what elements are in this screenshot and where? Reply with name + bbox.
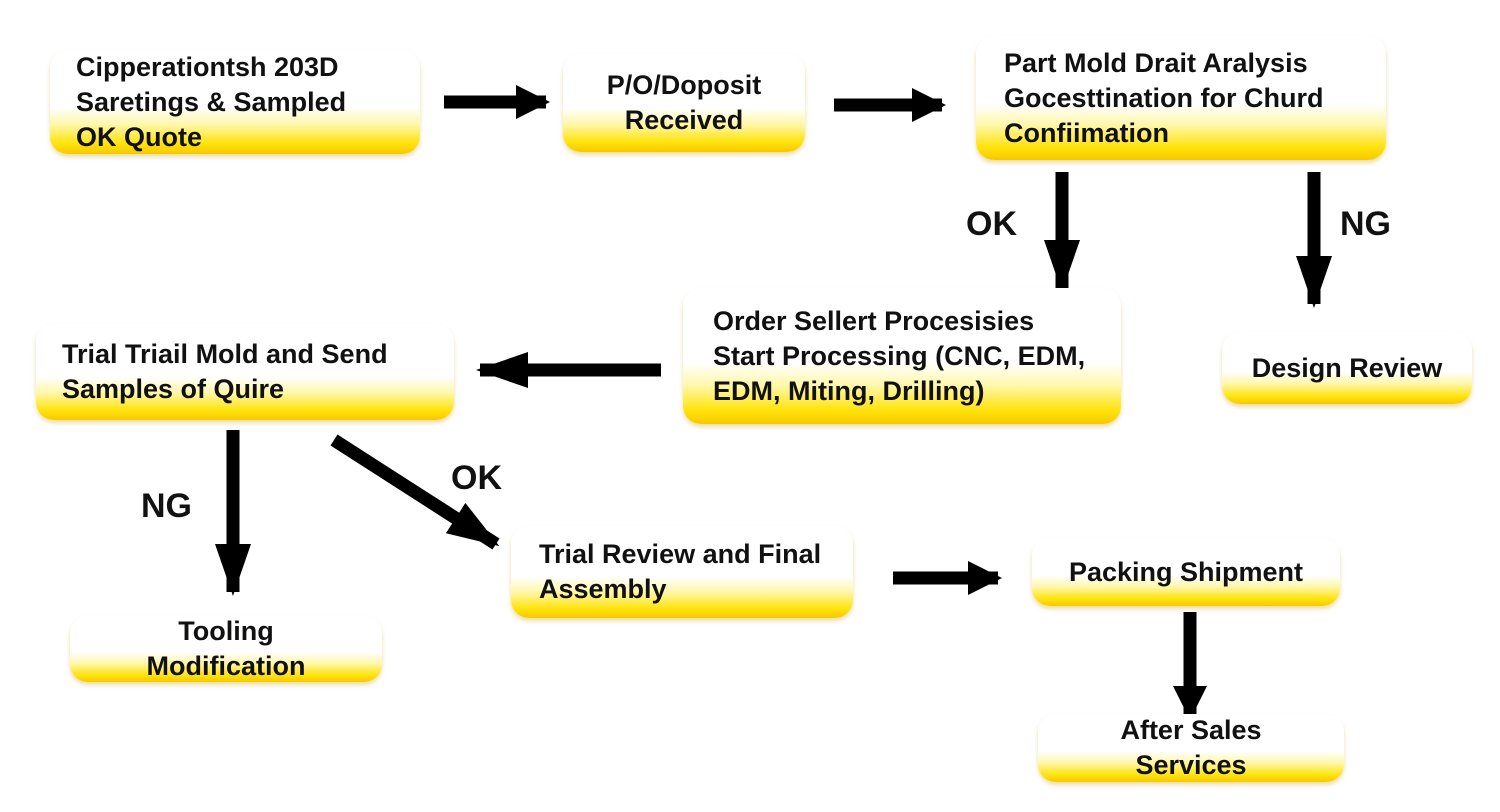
node-trial-review: Trial Review and Final Assembly — [511, 526, 853, 618]
node-packing-shipment: Packing Shipment — [1032, 538, 1340, 606]
node-trial-mold: Trial Triail Mold and Send Samples of Qu… — [36, 324, 454, 420]
arrow-trial-mold-to-trial-review — [330, 434, 500, 550]
node-mold-analysis: Part Mold Drait Aralysis Gocesttination … — [976, 36, 1386, 160]
node-ok-quote-label: Cipperationtsh 203D Saretings & Sampled … — [76, 51, 347, 152]
node-tooling-modification: Tooling Modification — [70, 616, 382, 682]
node-design-review-label: Design Review — [1251, 352, 1443, 383]
node-packing-shipment-label: Packing Shipment — [1068, 556, 1304, 587]
node-mold-analysis-label: Part Mold Drait Aralysis Gocesttination … — [1004, 47, 1324, 148]
node-deposit-received: P/O/Doposit Received — [563, 54, 805, 152]
node-order-processing: Order Sellert Procesisies Start Processi… — [683, 288, 1121, 424]
node-deposit-received-label: P/O/Doposit Received — [606, 70, 762, 135]
node-after-sales-label: After Sales Services — [1120, 715, 1262, 780]
node-design-review: Design Review — [1222, 332, 1472, 404]
node-ok-quote: Cipperationtsh 203D Saretings & Sampled … — [50, 50, 420, 154]
edge-label-trial-ng: NG — [141, 487, 192, 525]
edge-label-analysis-ng: NG — [1340, 205, 1391, 243]
edge-label-analysis-ok: OK — [966, 205, 1017, 243]
node-trial-review-label: Trial Review and Final Assembly — [539, 539, 822, 604]
edge-label-trial-ok: OK — [451, 459, 502, 497]
node-trial-mold-label: Trial Triail Mold and Send Samples of Qu… — [62, 339, 388, 404]
node-tooling-modification-label: Tooling Modification — [146, 616, 306, 681]
node-after-sales: After Sales Services — [1038, 714, 1344, 782]
node-order-processing-label: Order Sellert Procesisies Start Processi… — [713, 305, 1086, 406]
